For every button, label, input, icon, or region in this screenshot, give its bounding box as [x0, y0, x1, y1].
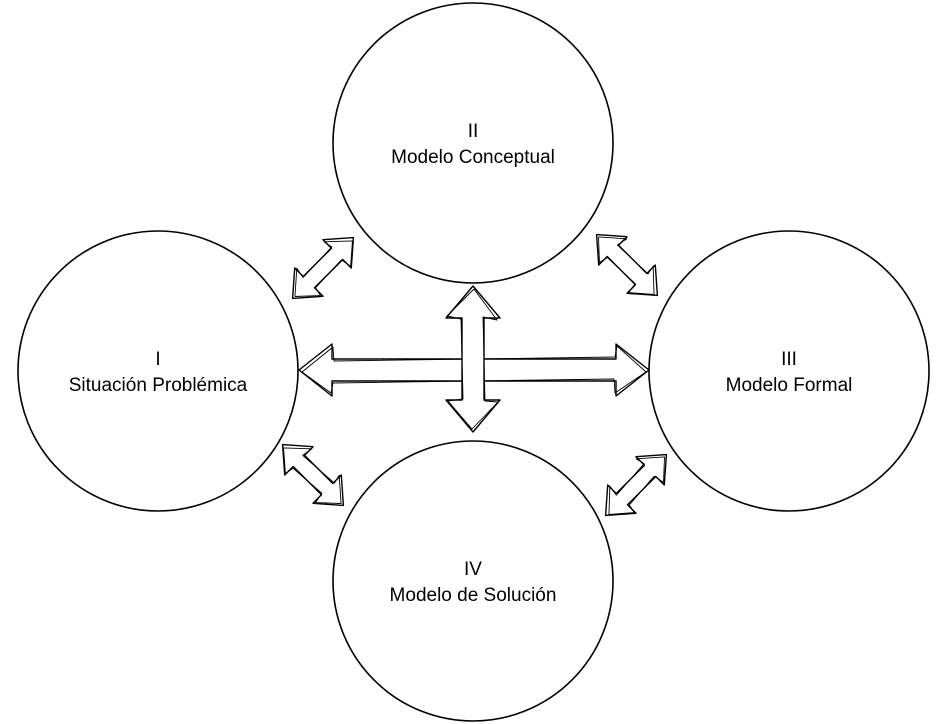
node-circle: [17, 230, 299, 512]
arrow-conceptual-solucion: [445, 285, 501, 433]
node-numeral: II: [468, 121, 479, 142]
arrow-situacion-solucion: [281, 443, 345, 507]
node-situacion-problemica: I Situación Problémica: [17, 230, 299, 512]
node-modelo-conceptual: II Modelo Conceptual: [332, 2, 614, 284]
node-circle: [648, 230, 930, 512]
node-modelo-formal: III Modelo Formal: [648, 230, 930, 512]
arrow-formal-solucion: [604, 453, 668, 517]
node-numeral: III: [781, 349, 797, 370]
node-label: Modelo Conceptual: [391, 147, 555, 168]
node-modelo-de-solucion: IV Modelo de Solución: [332, 440, 614, 722]
node-circle: [332, 2, 614, 284]
node-label: Modelo de Solución: [390, 585, 557, 606]
node-circle: [332, 440, 614, 722]
arrow-conceptual-formal: [595, 233, 659, 297]
diagram-nodes: II Modelo Conceptual I Situación Problém…: [17, 2, 930, 722]
node-numeral: IV: [464, 559, 482, 580]
node-label: Modelo Formal: [726, 375, 853, 396]
arrow-situacion-conceptual: [291, 236, 355, 300]
node-numeral: I: [155, 349, 160, 370]
node-label: Situación Problémica: [69, 375, 248, 396]
connector-arrows: [281, 233, 668, 517]
